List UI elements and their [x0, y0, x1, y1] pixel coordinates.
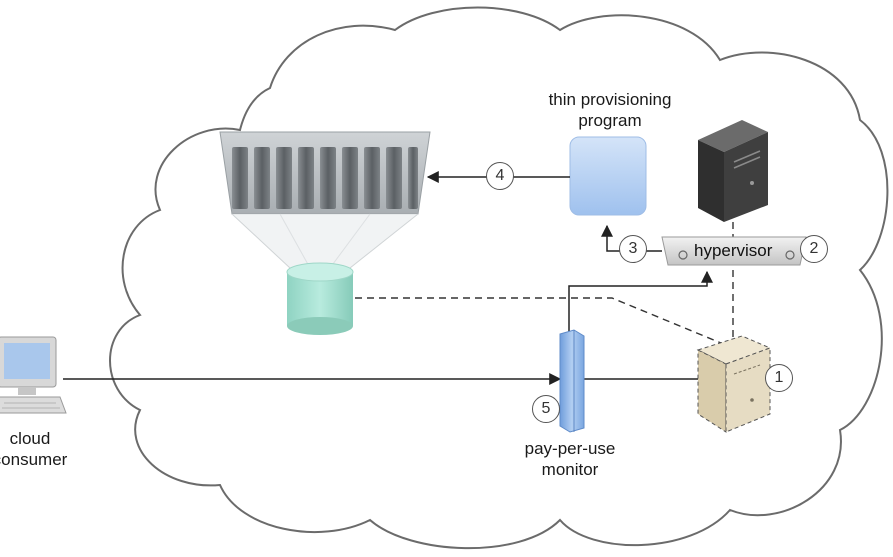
cloud-consumer-computer-icon — [0, 336, 67, 414]
pay-per-use-monitor-icon — [559, 329, 585, 433]
pay-per-use-label-line2: monitor — [541, 460, 599, 479]
step-4-badge: 4 — [486, 162, 514, 190]
cloud-consumer-label-line2: consumer — [0, 450, 68, 469]
thin-provisioning-label-line2: program — [578, 111, 642, 130]
step-3-badge: 3 — [619, 235, 647, 263]
cloud-consumer-label-line1: cloud — [9, 429, 51, 448]
virtual-server-icon — [696, 335, 772, 433]
physical-server-icon — [698, 120, 768, 222]
step-1-badge: 1 — [765, 364, 793, 392]
pay-per-use-monitor-label: pay-per-use monitor — [480, 438, 660, 480]
thin-provisioning-program-box — [569, 136, 647, 216]
storage-device-icon — [219, 131, 431, 269]
step-5-badge: 5 — [532, 395, 560, 423]
hypervisor-bar — [661, 236, 807, 266]
pay-per-use-label-line1: pay-per-use — [524, 439, 616, 458]
thin-provisioning-label-line1: thin provisioning — [548, 90, 672, 109]
dashed-link-disk-vm — [355, 297, 739, 351]
thin-provisioning-program-label: thin provisioning program — [520, 89, 700, 131]
virtual-disk-icon — [286, 262, 354, 335]
hypervisor-label: hypervisor — [694, 241, 773, 260]
cloud-consumer-label: cloud consumer — [0, 428, 90, 470]
arrow-monitor-to-hypervisor — [568, 270, 713, 333]
step-2-badge: 2 — [800, 235, 828, 263]
